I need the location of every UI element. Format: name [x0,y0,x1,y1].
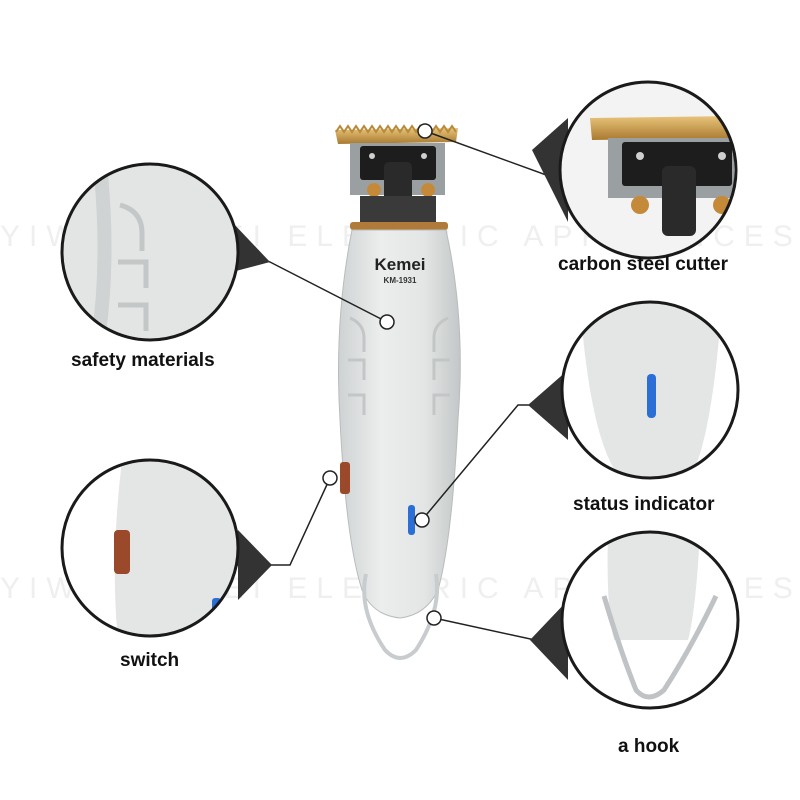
label-safety: safety materials [71,350,215,371]
dot-cutter [417,123,433,139]
dot-status [414,512,430,528]
label-hook: a hook [618,736,680,757]
dot-safety [379,314,395,330]
label-status: status indicator [573,494,715,515]
dot-hook [426,610,442,626]
zoom-status [528,300,740,480]
side-switch [340,462,350,494]
blade-head [335,124,458,230]
model-number: KM-1931 [383,276,417,285]
dot-switch [322,470,338,486]
trimmer [335,124,461,660]
zoom-hook [530,530,740,710]
zoom-safety [60,162,270,342]
brand-name: Kemei [374,255,426,274]
hook [362,573,440,660]
grip-grooves [348,316,450,415]
status-light [408,505,415,535]
zoom-switch [60,458,272,638]
label-cutter: carbon steel cutter [558,254,728,275]
label-switch: switch [120,650,180,671]
zoom-cutter [532,80,738,260]
